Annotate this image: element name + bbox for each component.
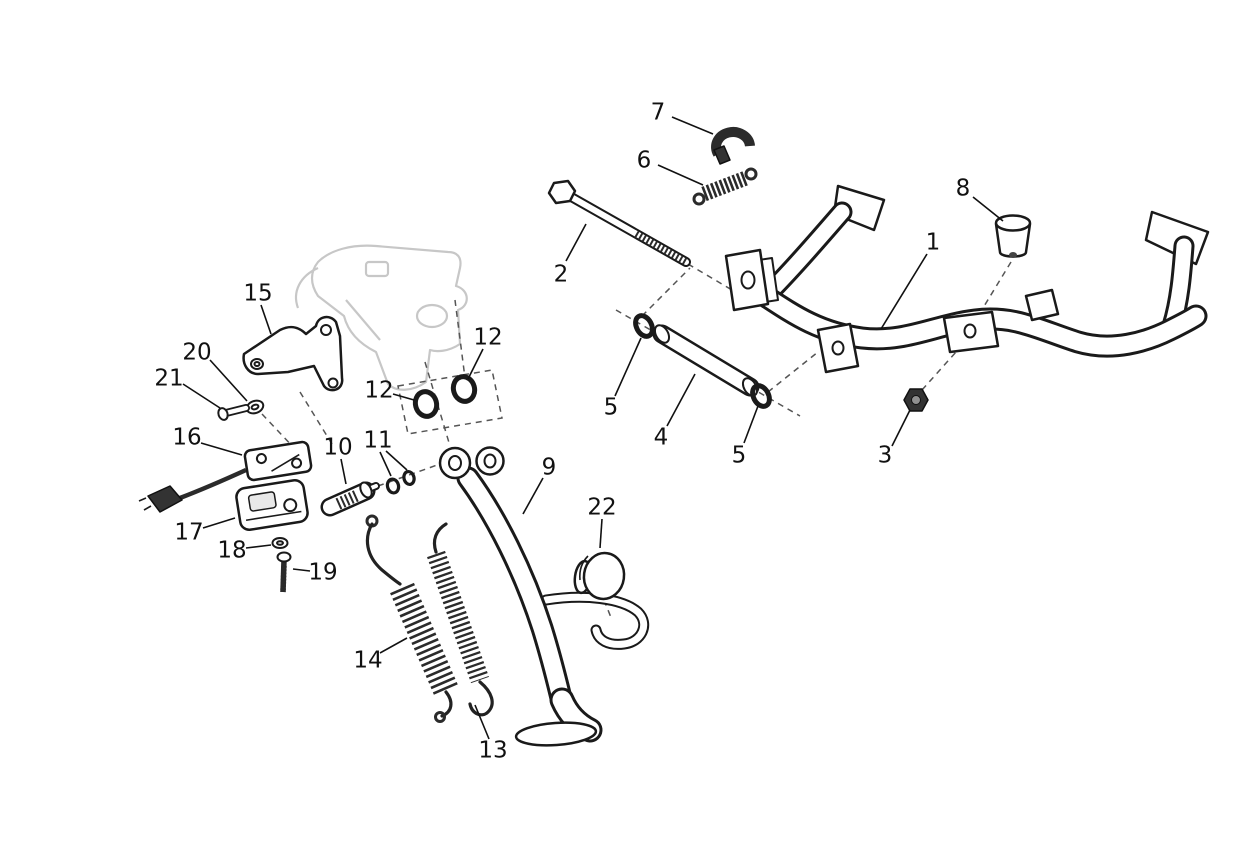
part-number-label: 6 xyxy=(637,148,652,174)
leader-line xyxy=(972,196,1004,222)
leader-line xyxy=(666,373,696,427)
part-14-spring xyxy=(365,514,458,723)
part-number-label: 12 xyxy=(473,325,502,351)
part-number-label: 7 xyxy=(651,100,666,126)
part-number-label: 10 xyxy=(323,435,352,461)
leader-line xyxy=(379,637,408,654)
leader-line xyxy=(292,568,311,572)
leader-line xyxy=(467,348,484,380)
part-10-roller-pin xyxy=(320,481,380,517)
leader-line xyxy=(202,517,236,529)
part-number-label: 21 xyxy=(154,366,183,392)
part-5-orings xyxy=(633,313,772,409)
part-11-washers xyxy=(385,469,416,495)
part-number-label: 2 xyxy=(554,262,569,288)
leader-line xyxy=(379,451,392,477)
part-number-label: 5 xyxy=(604,395,619,421)
part-2-pivot-bolt xyxy=(547,179,691,267)
part-18-washer xyxy=(271,537,289,549)
part-17-switch-body xyxy=(235,478,309,532)
part-number-label: 22 xyxy=(587,495,616,521)
leader-line xyxy=(392,393,415,401)
part-number-label: 18 xyxy=(217,538,246,564)
leader-line xyxy=(599,518,603,549)
part-number-label: 3 xyxy=(878,443,893,469)
leader-line xyxy=(743,405,759,444)
part-number-label: 8 xyxy=(956,176,971,202)
part-number-label: 1 xyxy=(926,230,941,256)
leader-line xyxy=(880,253,928,330)
leader-line xyxy=(260,304,272,335)
leader-line xyxy=(200,442,243,456)
part-3-hex-nut xyxy=(903,388,929,412)
part-number-label: 14 xyxy=(353,648,382,674)
part-number-label: 17 xyxy=(174,520,203,546)
part-16-switch-cable xyxy=(138,440,313,513)
leader-line xyxy=(614,337,642,397)
part-number-label: 9 xyxy=(542,455,557,481)
leader-line xyxy=(671,116,714,135)
part-7-clip xyxy=(711,127,755,165)
part-9-side-stand xyxy=(438,446,650,747)
part-number-label: 16 xyxy=(172,425,201,451)
part-number-label: 20 xyxy=(182,340,211,366)
part-6-spring xyxy=(692,167,758,206)
leader-line xyxy=(245,544,272,549)
leader-line xyxy=(474,704,490,740)
leader-line xyxy=(565,223,587,262)
part-8-cap xyxy=(994,214,1032,258)
part-number-label: 13 xyxy=(478,738,507,764)
leader-line xyxy=(209,359,248,402)
part-number-label: 4 xyxy=(654,425,669,451)
part-number-label: 11 xyxy=(363,428,392,454)
part-number-label: 12 xyxy=(364,378,393,404)
part-12-orings xyxy=(412,374,478,419)
leader-line xyxy=(522,477,544,515)
part-number-label: 15 xyxy=(243,281,272,307)
ghost-frame-outline xyxy=(294,244,468,391)
part-19-screw xyxy=(276,551,292,593)
part-21-bolt xyxy=(217,404,250,421)
part-number-label: 5 xyxy=(732,443,747,469)
leader-line xyxy=(182,383,221,409)
leader-line xyxy=(657,164,704,186)
leader-line xyxy=(340,458,347,485)
part-number-label: 19 xyxy=(308,560,337,586)
leader-line xyxy=(385,450,408,471)
part-4-spacer-tube xyxy=(652,324,760,397)
part-13-spring xyxy=(427,522,494,717)
part-1-center-stand-frame xyxy=(724,184,1210,374)
part-22-bumper xyxy=(573,551,626,601)
part-15-bracket xyxy=(242,315,344,392)
leader-line xyxy=(891,409,911,447)
